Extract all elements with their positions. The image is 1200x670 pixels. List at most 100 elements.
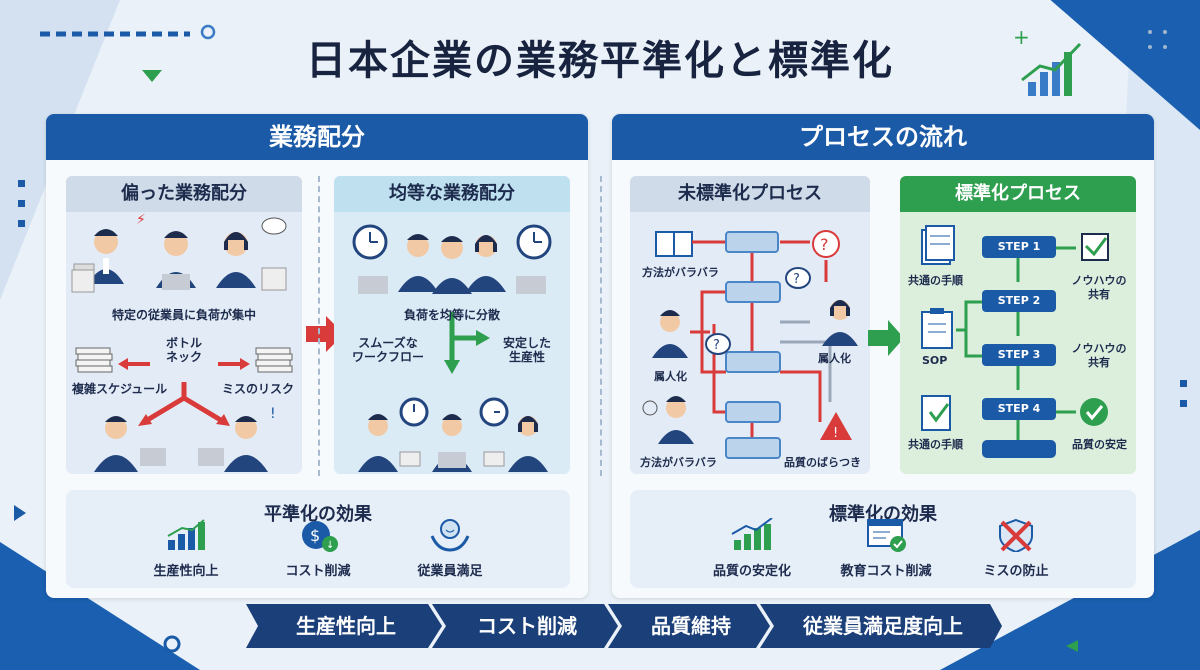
clock-icon [352,224,388,260]
standardization-effects-title: 標準化の効果 [829,504,937,525]
no-mistake-icon [999,518,1033,554]
knowhow-share-label: ノウハウの 共有 [1071,274,1127,301]
svg-text:!: ! [270,406,276,422]
svg-text:+: + [1013,25,1030,49]
effect-label: 品質の安定化 [712,564,791,579]
complex-schedule-label: 複雑スケジュール [72,382,168,396]
common-procedure-label: 共通の手順 [908,438,963,451]
balanced-team-icon [358,234,546,294]
mistake-risk-label: ミスのリスク [222,382,295,396]
svg-text:⚡: ⚡ [136,212,146,228]
warning-icon: ! [820,412,852,441]
effect-mistake-prevention: ミスの防止 [956,518,1076,579]
question-bubble-icon: ? [785,267,811,289]
question-mark-icon: ? [812,230,840,258]
effect-productivity: 生産性向上 [126,518,246,579]
method-varies-label: 方法がバラバラ [640,456,717,469]
effect-cost: $↓ コスト削減 [258,518,378,579]
effect-label: 従業員満足 [417,564,483,579]
page-title: 日本企業の業務平準化と標準化 [306,38,894,84]
ribbon-item: 従業員満足度向上 [803,614,963,638]
bottleneck-label: ボトル ネック [165,336,202,364]
transition-arrow-icon [868,320,904,356]
open-book-icon [655,231,693,257]
unstandardized-process-title: 未標準化プロセス [630,176,870,212]
clipboard-icon [921,308,953,349]
step-4-box: STEP 4 [982,398,1056,420]
uneven-allocation-illustration: ⚡ ! [71,212,293,472]
sop-label: SOP [922,354,948,367]
svg-text:↓: ↓ [326,540,334,551]
calm-team-icon [358,414,548,472]
standardization-effects-box: 標準化の効果 品質の安定化 教育コスト削減 ミスの防止 [630,490,1136,588]
common-procedure-label: 共通の手順 [908,274,963,287]
knowhow-share-label: ノウハウの 共有 [1071,342,1127,369]
effect-label: 教育コスト削減 [840,564,932,579]
standardized-process-card: 標準化プロセス STEP 1 STEP 2 STEP 3 STEP 4 共通の手… [900,176,1136,474]
panel-header: プロセスの流れ [612,114,1154,160]
svg-text:!: ! [833,426,838,441]
checkbox-icon [1081,233,1109,261]
confused-person-icon [642,396,694,444]
effect-label: コスト削減 [285,564,351,579]
stressed-worker-icon [71,229,124,293]
load-concentration-caption: 特定の従業員に負荷が集中 [111,308,256,322]
clock-icon [399,397,429,427]
rising-bar-chart-icon [1021,42,1082,96]
step-1-box: STEP 1 [982,236,1056,258]
step-3-box: STEP 3 [982,344,1056,366]
even-allocation-title: 均等な業務配分 [334,176,570,212]
quality-stable-label: 品質の安定 [1072,438,1127,451]
divider [600,176,602,476]
hands-smile-icon [430,519,470,552]
effect-label: ミスの防止 [983,564,1049,579]
dollar-coin-icon: $↓ [302,521,338,552]
effect-training-cost: 教育コスト削減 [826,518,946,579]
ribbon-item: コスト削減 [477,614,577,638]
even-distribution-caption: 負荷を均等に分散 [403,308,500,322]
benefits-ribbon-background [246,604,1002,648]
checked-document-icon [921,395,951,431]
workload-allocation-panel: 業務配分 偏った業務配分 ⚡ [46,114,588,598]
panel-header: 業務配分 [46,114,588,160]
even-allocation-illustration [352,224,552,472]
person-dependent-label: 属人化 [818,352,851,365]
messy-process-diagram: ? ? ? ! [642,230,858,459]
ribbon-item: 生産性向上 [296,614,396,638]
ribbon-item: 品質維持 [651,614,731,638]
svg-text:?: ? [820,235,829,254]
check-circle-icon [1080,398,1108,426]
svg-text:?: ? [713,338,720,353]
overworked-worker-icon [94,416,166,472]
quality-variation-label: 品質のばらつき [784,456,861,469]
stable-productivity-label: 安定した 生産性 [502,336,551,364]
leveling-effects-title: 平準化の効果 [264,504,372,525]
document-stack-icon [921,225,955,265]
process-flow-panel: プロセスの流れ 未標準化プロセス ? ? ? ! 方法がバラバラ 属人化 属人化… [600,114,1154,598]
person-icon [822,300,858,346]
uneven-allocation-title: 偏った業務配分 [66,176,302,212]
svg-text:?: ? [793,272,800,287]
smooth-workflow-label: スムーズな ワークフロー [351,336,424,364]
checked-window-icon [867,519,906,552]
effect-label: 生産性向上 [153,564,219,579]
method-varies-label: 方法がバラバラ [642,266,719,279]
standardized-process-title: 標準化プロセス [900,176,1136,212]
clock-icon [516,224,552,260]
leveling-effects-box: 平準化の効果 生産性向上 $↓ コスト削減 従業員満足 [66,490,570,588]
tired-worker-icon [216,217,287,291]
standardized-flow-diagram [921,225,1109,458]
divider [318,176,320,476]
bar-chart-icon [167,519,205,550]
confused-worker-icon: ! [198,406,276,472]
worker-laptop-icon [156,231,196,290]
growth-chart-icon [731,517,773,550]
clock-icon [479,397,509,427]
person-icon [652,310,688,358]
effect-satisfaction: 従業員満足 [390,518,510,579]
step-2-box: STEP 2 [982,290,1056,312]
question-bubble-icon: ? [705,333,731,355]
effect-quality: 品質の安定化 [692,517,812,579]
svg-text:$: $ [310,526,320,545]
